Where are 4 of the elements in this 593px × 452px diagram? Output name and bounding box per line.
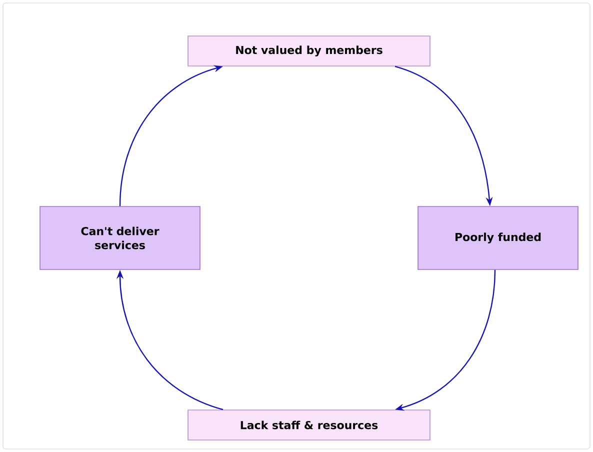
- process-box: Not valued by members: [188, 36, 430, 66]
- process-box: Lack staff & resources: [188, 410, 430, 440]
- process-box: Can't deliver services: [40, 206, 200, 270]
- process-box: Poorly funded: [418, 206, 578, 270]
